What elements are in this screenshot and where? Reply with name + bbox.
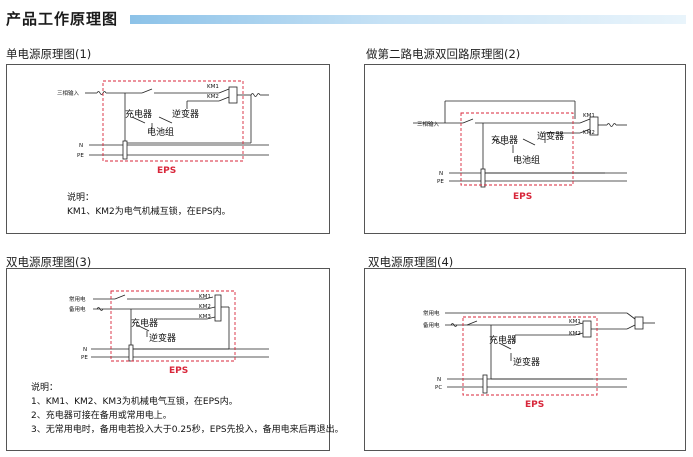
panel2-input-label: 三相输入 (417, 120, 440, 128)
panel3-note-1: 1、KM1、KM2、KM3为机械电气互锁，在EPS内。 (31, 397, 238, 407)
panel3-note-heading: 说明： (31, 383, 59, 393)
panel4-charger-label: 充电器 (489, 334, 516, 346)
panel1-diagram: 三相输入 KM1 KM2 充电器 逆变器 电池组 N PE EPS 说明： KM… (6, 64, 330, 234)
panel1-km2-label: KM2 (207, 94, 219, 100)
panel1-input-label: 三相输入 (57, 89, 80, 97)
panel2-km1-label: KM1 (583, 113, 595, 119)
page-header: 产品工作原理图 (0, 0, 693, 34)
panel3-n-label: N (83, 347, 87, 353)
panel3-inverter-label: 逆变器 (149, 332, 176, 344)
panel3-charger-label: 充电器 (131, 317, 158, 329)
panel2-charger-label: 充电器 (491, 134, 518, 146)
panel3-km3-label: KM3 (199, 314, 211, 320)
panel4-diagram: 常用电 备用电 KM1 KM2 充电器 逆变器 N PC EPS (364, 268, 686, 451)
panel4-schematic: 常用电 备用电 KM1 KM2 充电器 逆变器 N PC EPS (423, 309, 655, 410)
panel4-title: 双电源原理图(4) (368, 255, 454, 269)
panel3-note-3: 3、无常用电时，备用电若投入大于0.25秒，EPS先投入，备用电来后再退出。 (31, 425, 344, 435)
panel4-input1-label: 常用电 (423, 309, 440, 317)
panel4-pc-label: PC (435, 385, 442, 391)
panel1-inverter-label: 逆变器 (172, 108, 199, 120)
panel4-km2-label: KM2 (569, 331, 581, 337)
panel3-km1-label: KM1 (199, 294, 211, 300)
panel4-input2-label: 备用电 (423, 321, 440, 329)
panel3-schematic: 常用电 备用电 KM1 KM2 KM3 充电器 逆变器 N PE EPS (69, 290, 269, 376)
panel2-diagram: 三相输入 KM1 KM2 充电器 逆变器 电池组 N PE EPS (364, 64, 686, 234)
panel2-eps-label: EPS (513, 192, 532, 202)
panel1-note-1: KM1、KM2为电气机械互锁，在EPS内。 (67, 207, 231, 217)
panel1-schematic: 三相输入 KM1 KM2 充电器 逆变器 电池组 N PE EPS (57, 80, 269, 176)
panel3-note-2: 2、充电器可接在备用或常用电上。 (31, 411, 172, 421)
panel1-charger-label: 充电器 (125, 108, 152, 120)
panel3-km2-label: KM2 (199, 304, 211, 310)
panel1-eps-label: EPS (157, 166, 176, 176)
panel1-note-heading: 说明： (67, 193, 95, 203)
panel3-input2-label: 备用电 (69, 305, 86, 313)
panel4-km1-label: KM1 (569, 319, 581, 325)
panel2-inverter-label: 逆变器 (537, 130, 564, 142)
panel4-eps-label: EPS (525, 400, 544, 410)
header-bar (130, 15, 686, 24)
panel3-input1-label: 常用电 (69, 295, 86, 303)
panel3-pe-label: PE (81, 355, 88, 361)
panel2-title: 做第二路电源双回路原理图(2) (366, 47, 521, 61)
panel1-title: 单电源原理图(1) (6, 47, 92, 61)
panel4-n-label: N (437, 377, 441, 383)
panel2-pe-label: PE (437, 179, 444, 185)
panel1-battery-label: 电池组 (147, 126, 174, 138)
panel4-inverter-label: 逆变器 (513, 356, 540, 368)
panel2-schematic: 三相输入 KM1 KM2 充电器 逆变器 电池组 N PE EPS (413, 100, 627, 202)
panel3-title: 双电源原理图(3) (6, 255, 92, 269)
panel2-battery-label: 电池组 (513, 154, 540, 166)
panel2-n-label: N (439, 171, 443, 177)
panel2-km2-label: KM2 (583, 130, 595, 136)
page-title: 产品工作原理图 (6, 10, 119, 28)
panel3-diagram: 常用电 备用电 KM1 KM2 KM3 充电器 逆变器 N PE EPS 说明：… (6, 268, 344, 451)
panel1-n-label: N (79, 143, 83, 149)
panel1-km1-label: KM1 (207, 84, 219, 90)
panel3-eps-label: EPS (169, 366, 188, 376)
panel1-pe-label: PE (77, 153, 84, 159)
